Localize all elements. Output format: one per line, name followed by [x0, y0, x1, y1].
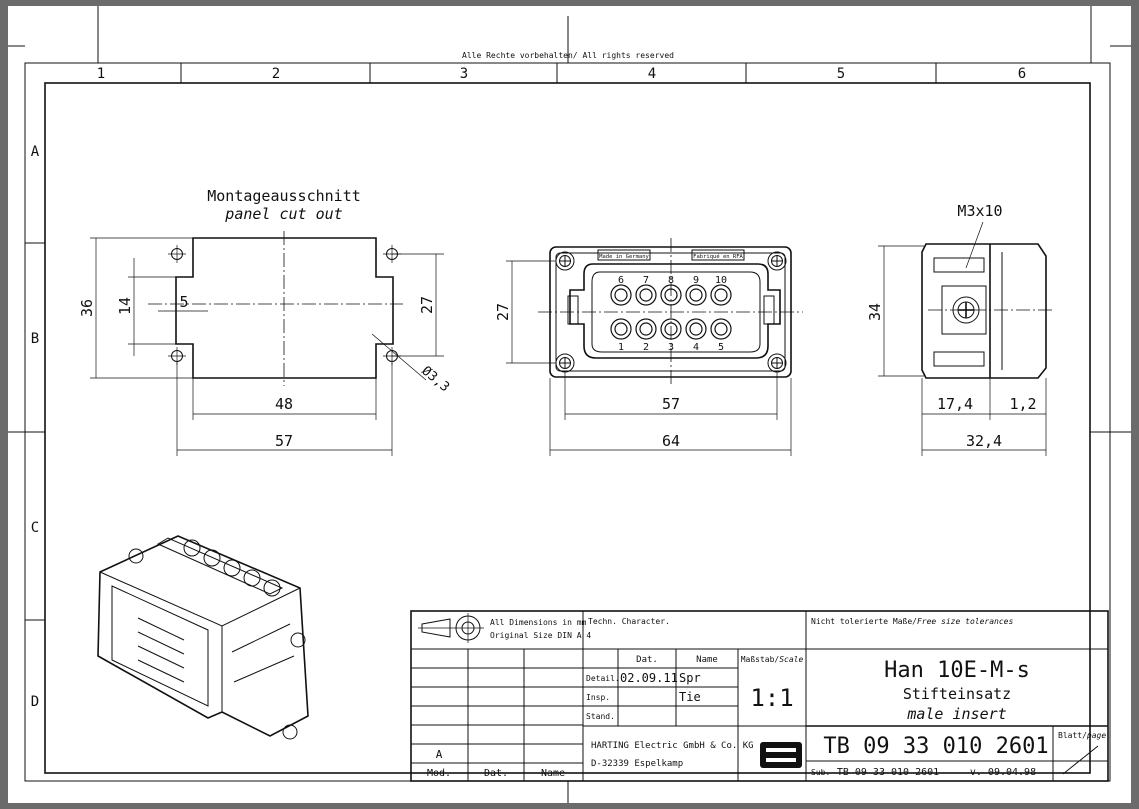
dim-front-64: 64	[662, 432, 680, 450]
connector-front-view: Made in Germany Fabriqué en RFA 6 7 8 9 …	[494, 238, 803, 456]
col-dat: Dat.	[636, 655, 658, 665]
row-label: D	[31, 694, 39, 710]
cutout-outline	[175, 237, 394, 379]
harting-logo-icon	[760, 742, 802, 768]
panel-cutout-view: Montageausschnitt panel cut out 36 14 5 …	[78, 187, 452, 456]
screw-icon	[555, 353, 575, 373]
row-label: B	[31, 331, 39, 347]
page-label: Blatt/page	[1058, 731, 1106, 740]
connector-isometric-view	[97, 535, 309, 740]
pin-number: 5	[718, 342, 724, 353]
cutout-title-en: panel cut out	[224, 205, 342, 223]
rights-notice: Alle Rechte vorbehalten/ All rights rese…	[462, 51, 674, 60]
product-name: Han 10E-M-s	[884, 658, 1030, 683]
screw-icon	[555, 251, 575, 271]
connector-side-view: M3x10 34 17,4 1,2 32,4	[866, 202, 1054, 456]
dims-note-1: All Dimensions in mm	[490, 618, 587, 627]
dim-cutout-14: 14	[116, 297, 134, 315]
contact-pin-core	[714, 322, 728, 336]
product-desc-de: Stifteinsatz	[903, 685, 1011, 703]
projection-symbol-icon	[418, 613, 484, 643]
revision-letter: A	[436, 748, 443, 761]
pin-number: 2	[643, 342, 649, 353]
detail-label: Detail.	[586, 674, 620, 683]
technical-drawing: Alle Rechte vorbehalten/ All rights rese…	[8, 6, 1131, 803]
cutout-title-de: Montageausschnitt	[207, 187, 361, 205]
pin-number: 9	[693, 275, 699, 286]
pin-number: 10	[715, 275, 727, 286]
dim-cutout-57: 57	[275, 432, 293, 450]
contact-pin-core	[689, 322, 703, 336]
side-body	[921, 243, 1047, 379]
row-label: A	[31, 144, 40, 160]
scale-value: 1:1	[750, 684, 793, 712]
contact-pin-core	[614, 322, 628, 336]
screw-callout: M3x10	[957, 202, 1002, 220]
dim-front-57: 57	[662, 395, 680, 413]
tolerance-note: Nicht tolerierte Maße/Free size toleranc…	[811, 617, 1013, 626]
dim-side-17-4: 17,4	[937, 395, 973, 413]
inner-frame	[44, 82, 1091, 774]
contact-pin-core	[714, 288, 728, 302]
dim-front-27: 27	[494, 303, 512, 321]
drawing-number: TB 09 33 010 2601	[823, 734, 1048, 759]
col-name: Name	[696, 655, 718, 665]
dim-hole-diameter: Ø3,3	[418, 364, 452, 396]
techn-character: Techn. Character.	[588, 617, 670, 626]
pin-number: 4	[693, 342, 699, 353]
label-plate	[691, 249, 745, 261]
contact-pin-core	[689, 288, 703, 302]
column-label: 5	[837, 66, 845, 82]
screw-icon	[282, 724, 298, 740]
scale-label: Maßstab/Scale	[741, 655, 804, 664]
column-label: 3	[460, 66, 468, 82]
drawing-sheet: Alle Rechte vorbehalten/ All rights rese…	[8, 6, 1131, 803]
dim-side-34: 34	[866, 303, 884, 321]
column-label: 4	[648, 66, 656, 82]
company-name: HARTING Electric GmbH & Co. KG	[591, 741, 754, 751]
pin-number: 1	[618, 342, 624, 353]
dim-side-1-2: 1,2	[1009, 395, 1036, 413]
version: v. 09.04.98	[970, 767, 1036, 778]
dim-cutout-48: 48	[275, 395, 293, 413]
column-label: 6	[1018, 66, 1026, 82]
column-label: 1	[97, 66, 105, 82]
dim-side-32-4: 32,4	[966, 432, 1002, 450]
pin-number: 8	[668, 275, 674, 286]
screw-icon	[767, 353, 787, 373]
screw-icon	[128, 548, 144, 564]
dims-note-2: Original Size DIN A 4	[490, 631, 591, 640]
made-in-germany-label: Made in Germany	[599, 254, 649, 260]
company-address: D-32339 Espelkamp	[591, 759, 683, 769]
mod-label: Mod.	[427, 768, 451, 779]
pin-number: 7	[643, 275, 649, 286]
contact-pin-core	[639, 288, 653, 302]
insp-label: Insp.	[586, 693, 610, 702]
column-label: 2	[272, 66, 280, 82]
name-label: Name	[541, 768, 565, 779]
insp-name: Tie	[679, 690, 701, 704]
sub-label: Sub.	[811, 768, 830, 777]
title-block: All Dimensions in mm Original Size DIN A…	[410, 610, 1109, 782]
screw-icon	[290, 632, 306, 648]
pin-number: 6	[618, 275, 624, 286]
fabrique-label: Fabriqué en RFA	[693, 253, 743, 260]
row-label: C	[31, 520, 39, 536]
label-plate	[597, 249, 651, 261]
dim-cutout-36: 36	[78, 299, 96, 317]
detail-date: 02.09.11	[620, 671, 678, 685]
screw-icon	[767, 251, 787, 271]
dim-cutout-5: 5	[179, 293, 188, 311]
contact-pin-core	[639, 322, 653, 336]
dim-cutout-27: 27	[418, 296, 436, 314]
contact-pin-core	[614, 288, 628, 302]
stand-label: Stand.	[586, 712, 615, 721]
sub-number: TB 09 33 010 2601	[837, 767, 939, 778]
product-desc-en: male insert	[906, 705, 1006, 723]
pin-number: 3	[668, 342, 674, 353]
pin-field-outline	[569, 263, 781, 359]
dat-label: Dat.	[484, 768, 508, 779]
detail-name: Spr	[679, 671, 701, 685]
